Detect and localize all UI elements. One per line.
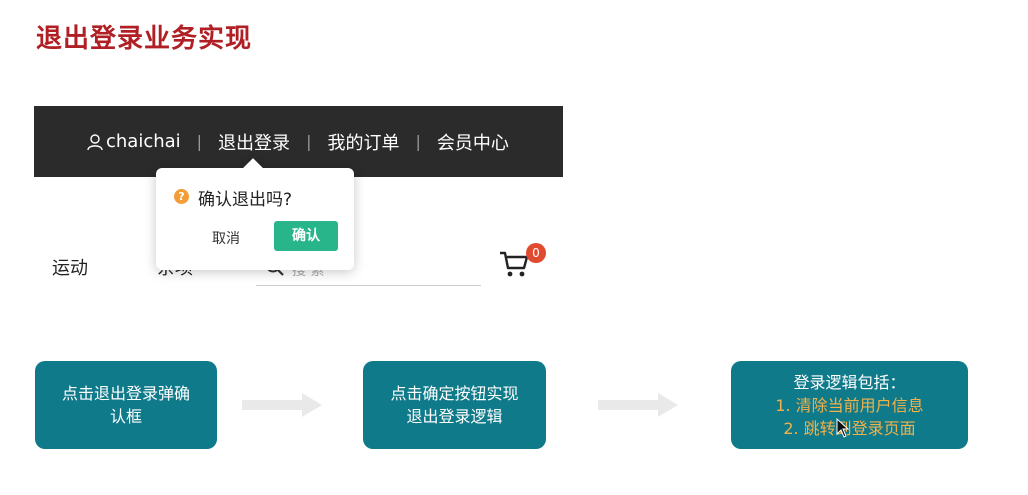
flow-step-3: 登录逻辑包括： 1. 清除当前用户信息 2. 跳转到登录页面 — [731, 361, 968, 449]
logout-link[interactable]: 退出登录 — [218, 132, 291, 154]
flow-step-2-line2: 退出登录逻辑 — [406, 407, 503, 426]
member-center-link[interactable]: 会员中心 — [436, 132, 509, 154]
flow-step-3-item1: 1. 清除当前用户信息 — [775, 395, 924, 415]
my-orders-link[interactable]: 我的订单 — [327, 132, 400, 154]
user-link[interactable]: chaichai — [86, 131, 181, 152]
flow-step-1: 点击退出登录弹确 认框 — [35, 361, 217, 449]
cart-icon[interactable] — [498, 247, 530, 279]
flow-step-1-line1: 点击退出登录弹确 — [61, 384, 190, 403]
flow-step-1-line2: 认框 — [109, 407, 142, 426]
flow-step-2: 点击确定按钮实现 退出登录逻辑 — [363, 361, 546, 449]
popconfirm-message: 确认退出吗? — [198, 190, 293, 210]
flow-step-3-item2: 2. 跳转到登录页面 — [783, 418, 916, 438]
nav-separator: | — [306, 132, 312, 151]
cart-count-badge: 0 — [526, 243, 546, 263]
flow-step-3-heading: 登录逻辑包括： — [793, 372, 906, 392]
flow-step-2-line1: 点击确定按钮实现 — [390, 384, 519, 403]
nav-separator: | — [196, 132, 203, 151]
top-nav-items: chaichai | 退出登录 | 我的订单 | 会员中心 — [34, 106, 563, 177]
arrow-right-icon — [598, 393, 678, 417]
question-icon: ? — [174, 189, 189, 204]
logout-popconfirm: ? 确认退出吗? 取消 确认 — [156, 158, 354, 270]
slide-title: 退出登录业务实现 — [36, 24, 253, 54]
nav-separator: | — [415, 132, 421, 151]
confirm-button[interactable]: 确认 — [274, 221, 338, 251]
arrow-right-icon — [242, 393, 322, 417]
mouse-cursor-icon — [836, 418, 850, 438]
username: chaichai — [106, 131, 181, 152]
top-nav-bar: chaichai | 退出登录 | 我的订单 | 会员中心 — [34, 106, 563, 177]
nav-item-sport[interactable]: 运动 — [52, 258, 88, 279]
cancel-button[interactable]: 取消 — [212, 231, 240, 247]
user-icon — [87, 133, 103, 150]
